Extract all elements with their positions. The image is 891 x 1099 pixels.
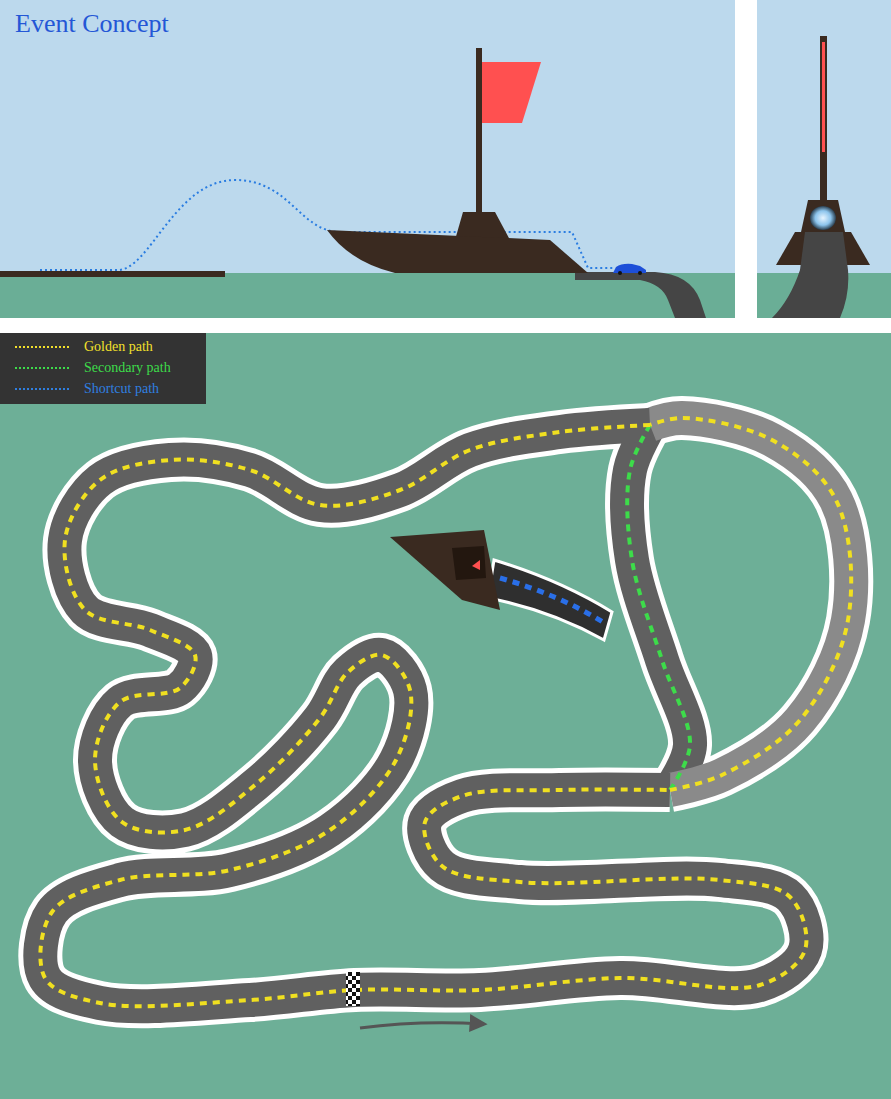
flag-top bbox=[472, 560, 480, 570]
road bbox=[772, 232, 848, 318]
main-road bbox=[40, 425, 806, 1006]
front-view bbox=[757, 0, 891, 318]
tunnel-light bbox=[810, 206, 836, 230]
legend-swatch bbox=[14, 365, 72, 371]
direction-arrow bbox=[360, 1023, 484, 1028]
title: Event Concept bbox=[15, 9, 169, 39]
legend-entry: Shortcut path bbox=[14, 379, 159, 399]
legend-label: Shortcut path bbox=[84, 381, 159, 397]
path-marking bbox=[40, 425, 806, 1006]
legend-entry: Secondary path bbox=[14, 358, 171, 378]
outer-road bbox=[650, 418, 851, 790]
legend-label: Golden path bbox=[84, 339, 153, 355]
flag-edge bbox=[822, 42, 825, 152]
map-ground bbox=[0, 333, 891, 1099]
road-border bbox=[627, 425, 690, 790]
legend-box bbox=[0, 333, 206, 404]
landing-strip bbox=[0, 271, 225, 277]
start-finish-line bbox=[346, 972, 360, 1006]
road bbox=[575, 272, 706, 318]
legend-entry: Golden path bbox=[14, 337, 153, 357]
secondary-road bbox=[627, 425, 690, 790]
ramp-tower bbox=[801, 200, 845, 232]
shortcut-ramp bbox=[390, 530, 612, 640]
ramp-tower-top bbox=[452, 546, 486, 580]
legend-swatch bbox=[14, 386, 72, 392]
sky bbox=[757, 0, 891, 318]
road-border bbox=[40, 425, 806, 1006]
side-view bbox=[0, 0, 735, 318]
ground bbox=[0, 273, 735, 318]
path-marking bbox=[650, 418, 851, 790]
ramp-road bbox=[488, 560, 612, 640]
ramp-top-view bbox=[390, 530, 500, 610]
legend-swatch bbox=[14, 344, 72, 350]
flag-mast bbox=[820, 36, 827, 206]
ramp-hull bbox=[327, 230, 588, 273]
path-marking bbox=[627, 425, 690, 790]
flag bbox=[482, 62, 541, 123]
ramp-tower bbox=[455, 212, 510, 240]
shortcut-path-line bbox=[500, 578, 606, 624]
flag-mast bbox=[476, 48, 482, 218]
race-track bbox=[40, 418, 851, 1006]
sky bbox=[0, 0, 735, 318]
legend-label: Secondary path bbox=[84, 360, 171, 376]
